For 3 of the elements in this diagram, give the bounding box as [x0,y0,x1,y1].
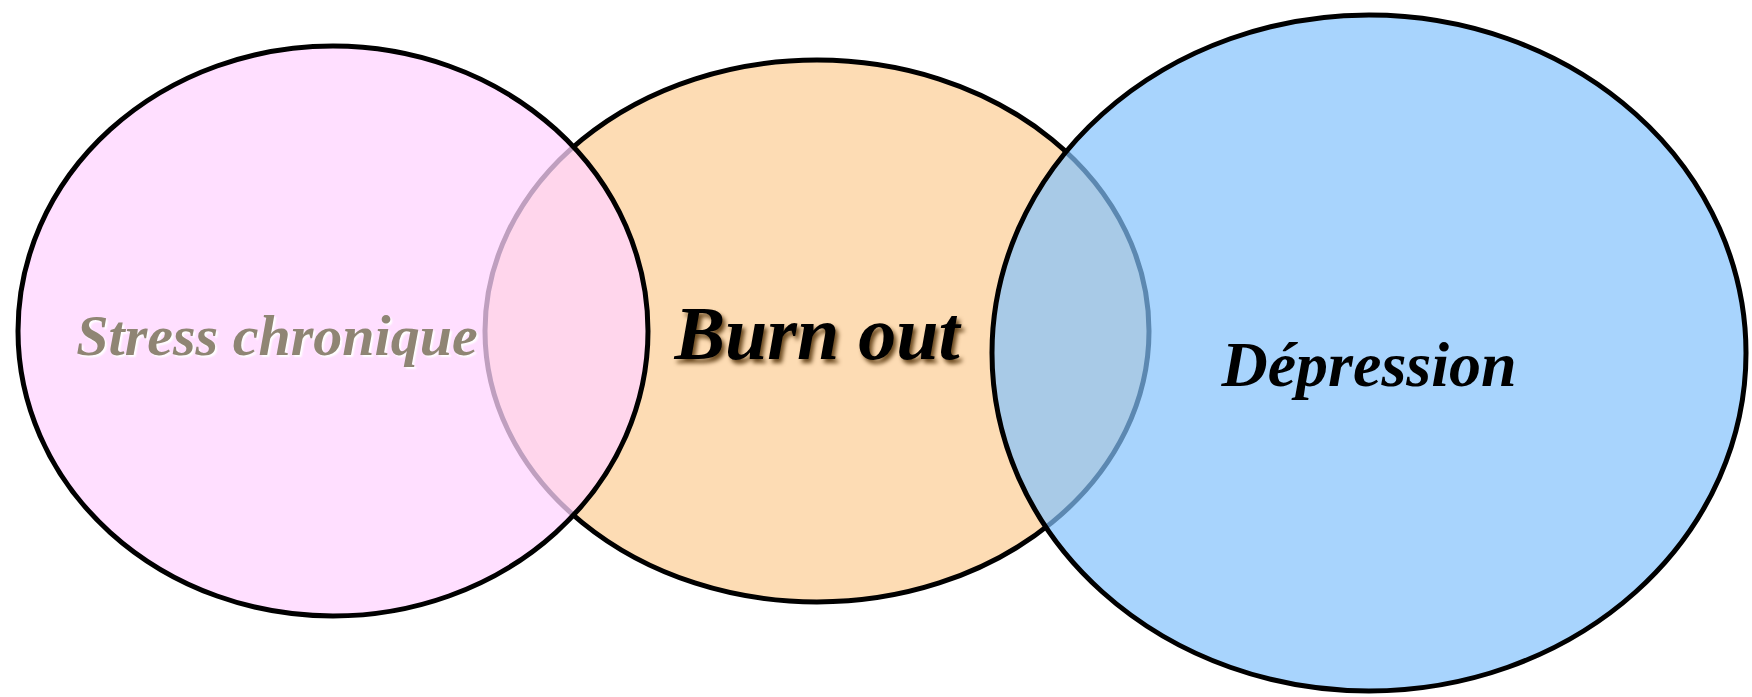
set-label: Burn out [674,289,960,377]
set-label: Dépression [1221,328,1517,402]
set-label: Stress chronique [76,301,478,369]
